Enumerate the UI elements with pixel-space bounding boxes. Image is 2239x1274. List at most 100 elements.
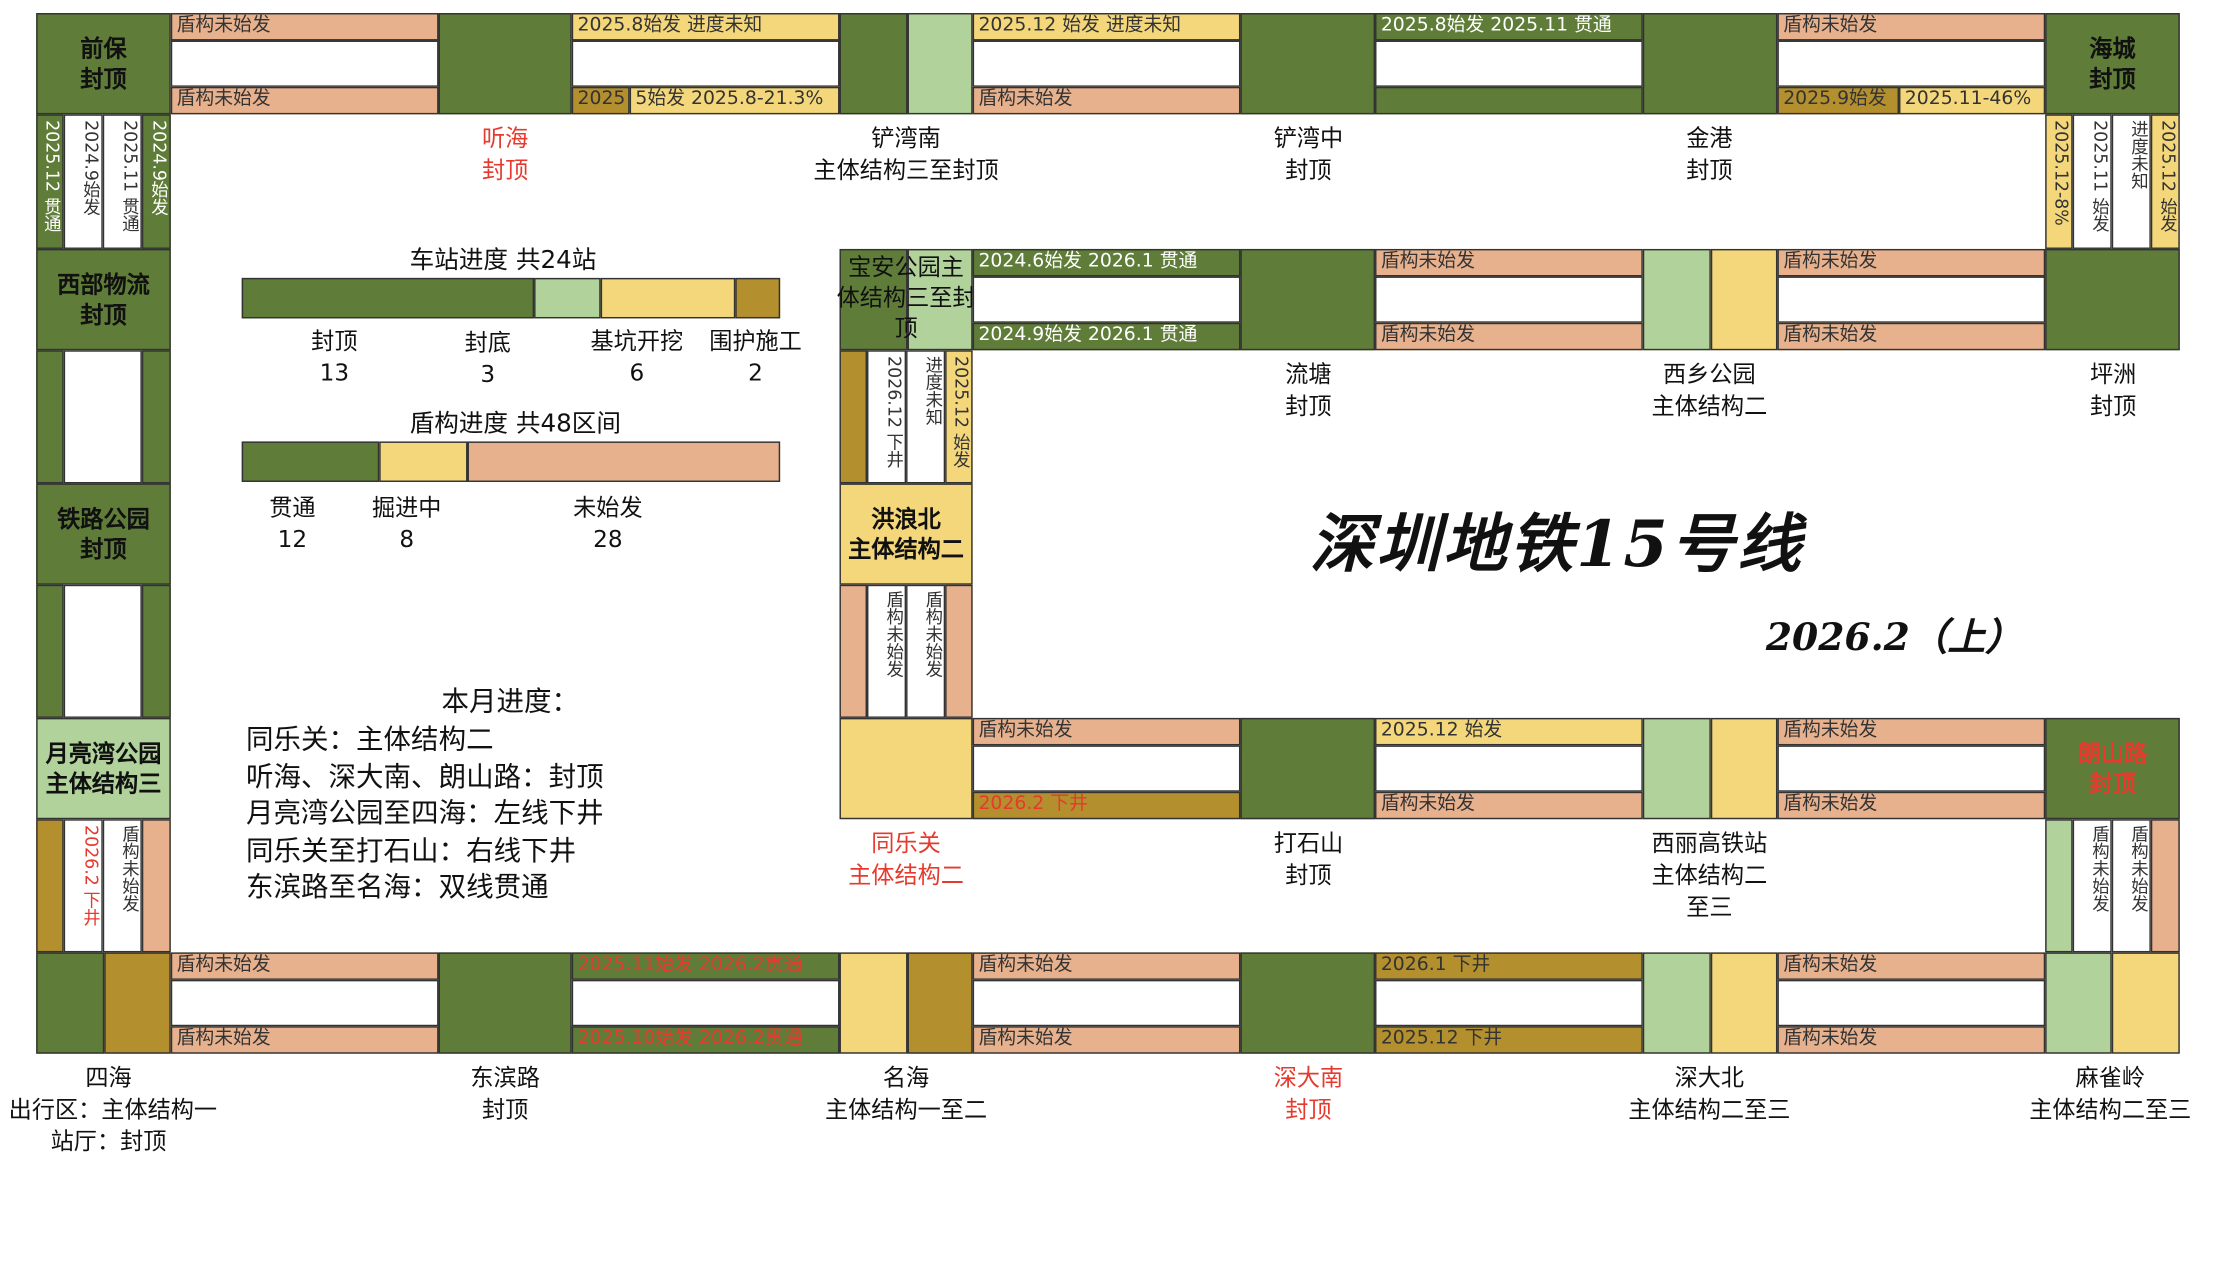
- station-name: 深大北: [1674, 1063, 1745, 1092]
- station-name: 洪浪北: [871, 505, 941, 533]
- tunnel-segment: 盾构未始发: [1375, 322, 1643, 351]
- tunnel-segment: 盾构未始发: [170, 1026, 439, 1054]
- station-dongbin-block: [438, 952, 572, 1054]
- legend-value: 3: [480, 360, 496, 388]
- tunnel-segment: 盾构未始发: [1777, 952, 2046, 980]
- station-tinghai-block: [438, 13, 572, 115]
- station-tielugongyuan: 铁路公园 封顶: [36, 483, 171, 585]
- station-maqueling-block-a: [2045, 952, 2112, 1054]
- tunnel-segment: 2025.12 下井: [1375, 1026, 1643, 1054]
- legend-value: 6: [629, 358, 645, 387]
- tunnel-gap: [571, 979, 840, 1027]
- tunnel-segment-vertical: 进度未知: [2111, 114, 2151, 249]
- tunnel-segment: 盾构未始发: [1777, 322, 2046, 351]
- station-progress-title: 车站进度 共24站: [409, 246, 597, 276]
- tunnel-gap: [972, 276, 1241, 323]
- tunnel-segment-vertical: 盾构未始发: [906, 584, 946, 718]
- station-status: 封顶: [481, 156, 529, 184]
- station-status: 主体结构二: [848, 535, 964, 564]
- station-baoan-b: [907, 248, 973, 351]
- station-xixiang-block-b: [1710, 248, 1778, 351]
- legend-label: 封底: [464, 328, 511, 357]
- station-dongbin-label: 东滨路封顶: [433, 1062, 578, 1126]
- station-dashishan-block: [1240, 717, 1376, 820]
- tunnel-gap: [63, 350, 142, 484]
- station-status: 封顶: [80, 301, 127, 329]
- station-chanwannan-block-b: [907, 13, 973, 115]
- station-name: 铲湾南: [871, 124, 941, 152]
- station-status: 封顶: [80, 65, 127, 93]
- tunnel-segment: 盾构未始发: [972, 717, 1241, 746]
- tunnel-segment-vertical: 盾构未始发: [2111, 819, 2151, 953]
- station-langshan: 朗山路 封顶: [2045, 717, 2180, 820]
- station-name: 打石山: [1273, 829, 1344, 857]
- station-status: 主体结构三至封顶: [836, 253, 976, 342]
- station-chanwanzhong-block: [1240, 13, 1376, 115]
- station-name: 四海: [85, 1063, 132, 1092]
- station-shendanan-label: 深大南封顶: [1236, 1062, 1381, 1126]
- station-jingang-block: [1642, 13, 1778, 115]
- station-progress-bar-enclosure: [735, 277, 781, 319]
- station-jingang-label: 金港封顶: [1637, 123, 1782, 187]
- station-haicheng: 海城 封顶: [2045, 13, 2180, 115]
- tunnel-segment-vertical: [839, 350, 867, 484]
- tunnel-gap: [972, 40, 1241, 87]
- station-name: 铁路公园: [57, 505, 150, 533]
- tunnel-gap: [1375, 979, 1643, 1027]
- monthly-title: 本月进度：: [441, 686, 579, 718]
- station-status: 主体结构二至三: [1628, 1095, 1791, 1124]
- station-status-2: 站厅：封顶: [50, 1127, 167, 1156]
- station-baoan-label: 宝安公园主体结构三至封顶: [837, 252, 976, 343]
- tunnel-segment-vertical: 2025.12 始发: [945, 350, 973, 484]
- tunnel-segment-vertical: 2025.12-8%: [2045, 114, 2073, 249]
- tunnel-segment: 盾构未始发: [1375, 791, 1643, 820]
- tunnel-segment-vertical: [141, 819, 171, 953]
- tunnel-segment-vertical: 2024.9始发: [63, 114, 103, 249]
- monthly-line: 东滨路至名海：双线贯通: [246, 871, 549, 904]
- station-shendabei-label: 深大北主体结构二至三: [1601, 1062, 1818, 1126]
- shield-progress-bar-boring: [379, 441, 468, 482]
- station-name: 西丽高铁站: [1651, 829, 1768, 857]
- station-status: 封顶: [1686, 156, 1733, 184]
- tunnel-segment-vertical: 2026.2 下井: [63, 819, 103, 953]
- tunnel-segment: 2024.6始发 2026.1 贯通: [972, 248, 1241, 277]
- tunnel-segment-vertical: [945, 584, 973, 718]
- tunnel-segment-vertical: 2026.12 下井: [866, 350, 907, 484]
- station-pingzhou-block: [2045, 248, 2180, 351]
- station-status: 封顶: [80, 535, 127, 564]
- tunnel-segment: 盾构未始发: [972, 1026, 1241, 1054]
- station-chanwannan-block-a: [839, 13, 908, 115]
- legend-label: 贯通: [269, 493, 316, 522]
- station-name: 麻雀岭: [2075, 1063, 2146, 1092]
- station-shendabei-block-b: [1710, 952, 1778, 1054]
- tunnel-segment-vertical: [36, 584, 64, 718]
- legend-value: 13: [319, 358, 350, 387]
- station-xili-label: 西丽高铁站主体结构二至三: [1623, 828, 1797, 924]
- legend-label: 掘进中: [371, 493, 442, 522]
- station-status-2: 至三: [1686, 893, 1733, 921]
- station-name: 深大南: [1273, 1063, 1344, 1092]
- station-name: 西部物流: [57, 270, 150, 299]
- tunnel-segment: 2025: [571, 86, 630, 115]
- shield-progress-title: 盾构进度 共48区间: [409, 409, 622, 439]
- tunnel-gap: [1375, 745, 1643, 792]
- station-honglangbei: 洪浪北 主体结构二: [839, 483, 973, 585]
- station-liutang-block: [1240, 248, 1376, 351]
- station-status: 封顶: [1285, 861, 1332, 889]
- station-name: 听海: [481, 124, 529, 152]
- station-xibuwuliu: 西部物流 封顶: [36, 248, 171, 351]
- tunnel-gap: [1777, 979, 2046, 1027]
- station-status: 主体结构二: [1651, 392, 1768, 420]
- tunnel-segment-vertical: 2025.11 贯通: [102, 114, 142, 249]
- tunnel-segment: 盾构未始发: [1777, 717, 2046, 746]
- tunnel-gap: [1777, 745, 2046, 792]
- tunnel-segment: 盾构未始发: [1777, 1026, 2046, 1054]
- station-name: 东滨路: [470, 1063, 540, 1092]
- legend-value: 8: [399, 525, 415, 553]
- tunnel-segment-vertical: 2024.9始发: [141, 114, 171, 249]
- station-chanwanzhong-label: 铲湾中封顶: [1236, 123, 1381, 187]
- station-qianbao: 前保 封顶: [36, 13, 171, 115]
- tunnel-segment: 2025.10始发 2026.2贯通: [571, 1026, 840, 1054]
